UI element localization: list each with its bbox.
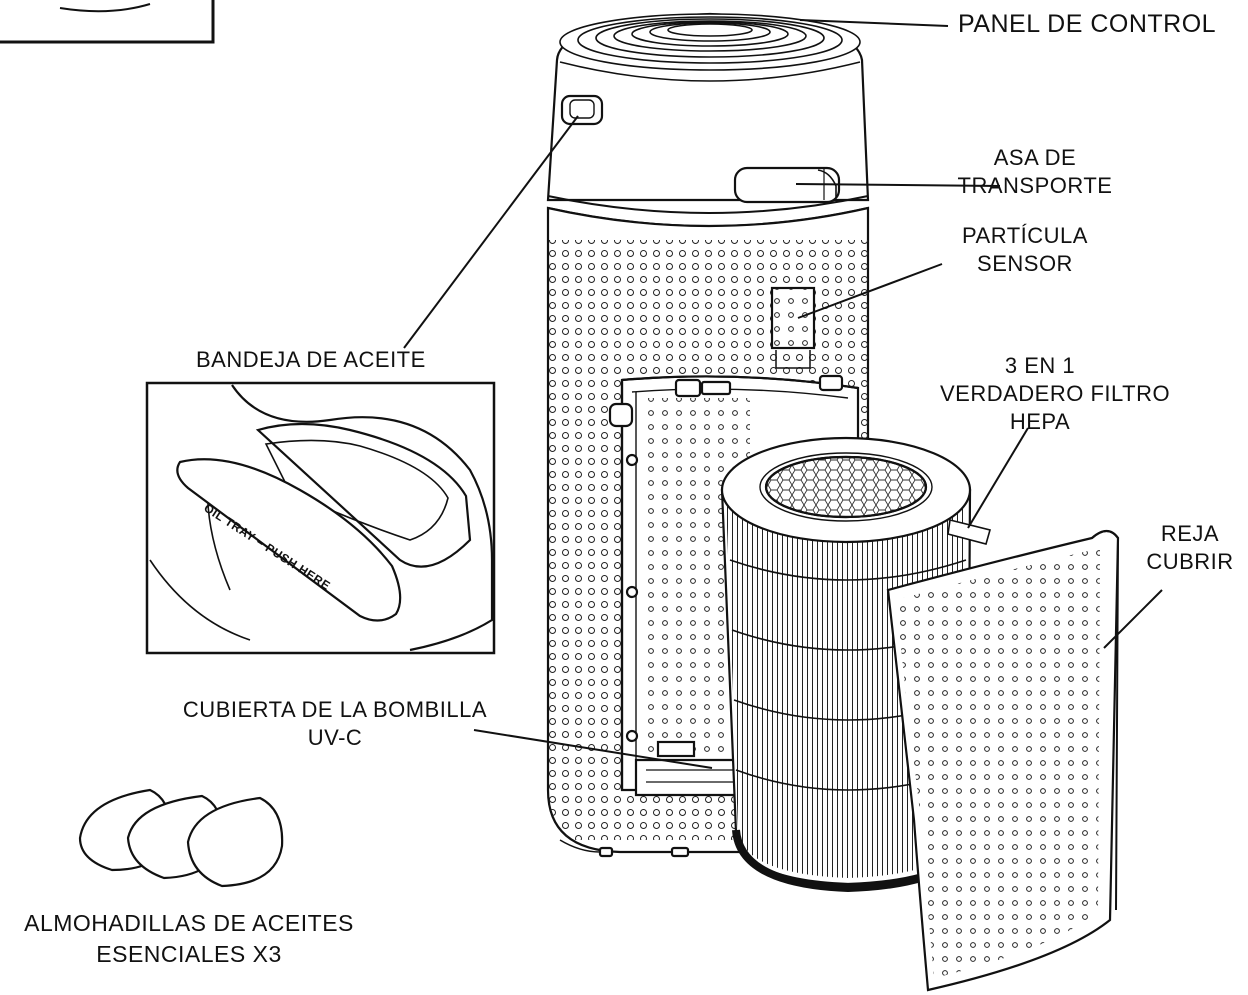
leader-particle-sensor: [797, 263, 943, 319]
label-uvc-cover-line1: CUBIERTA DE LA BOMBILLA: [182, 697, 488, 722]
label-oil-pads: ALMOHADILLAS DE ACEITES ESENCIALES X3: [4, 908, 374, 970]
leader-oil-tray: [403, 115, 579, 349]
cover-grille: [886, 529, 1120, 992]
label-particle-sensor-line1: PARTÍCULA: [962, 223, 1088, 248]
label-control-panel: PANEL DE CONTROL: [958, 10, 1216, 38]
label-oil-pads-line1: ALMOHADILLAS DE ACEITES: [24, 910, 354, 936]
leader-uvc-cover: [473, 729, 713, 769]
leader-carry-handle: [795, 183, 1001, 187]
label-uvc-cover-line2: UV-C: [307, 725, 363, 750]
label-particle-sensor: PARTÍCULA SENSOR: [940, 222, 1110, 278]
label-oil-pads-line2: ESENCIALES X3: [96, 941, 282, 967]
label-oil-tray: BANDEJA DE ACEITE: [196, 346, 426, 374]
label-control-panel-text: PANEL DE CONTROL: [958, 10, 1217, 38]
label-cover-grille-line2: CUBRIR: [1146, 549, 1234, 574]
oil-pads: [78, 788, 284, 888]
label-filter-line3: HEPA: [1009, 409, 1071, 434]
label-cover-grille: REJA CUBRIR: [1140, 520, 1240, 576]
label-filter-line1: 3 EN 1: [1004, 353, 1076, 378]
leader-filter: [967, 427, 1029, 529]
label-carry-handle-line1: ASA DE: [993, 145, 1077, 170]
label-filter: 3 EN 1 VERDADERO FILTRO HEPA: [940, 352, 1171, 436]
label-uvc-cover: CUBIERTA DE LA BOMBILLA UV-C: [170, 696, 500, 752]
top-grille: [559, 13, 861, 82]
label-carry-handle: ASA DE TRANSPORTE: [950, 144, 1120, 200]
label-cover-grille-line1: REJA: [1160, 521, 1220, 546]
particle-sensor-shape: [770, 286, 816, 369]
label-oil-tray-text: BANDEJA DE ACEITE: [196, 347, 426, 372]
oil-tray-inset: [145, 381, 496, 655]
label-particle-sensor-line2: SENSOR: [977, 251, 1073, 276]
leader-control-panel: [799, 19, 949, 27]
leader-cover-grille: [1103, 589, 1163, 649]
leader-lines: [403, 19, 1163, 769]
label-filter-line2: VERDADERO FILTRO: [940, 381, 1171, 406]
corner-frame: [0, 0, 215, 44]
label-carry-handle-line2: TRANSPORTE: [957, 173, 1113, 198]
